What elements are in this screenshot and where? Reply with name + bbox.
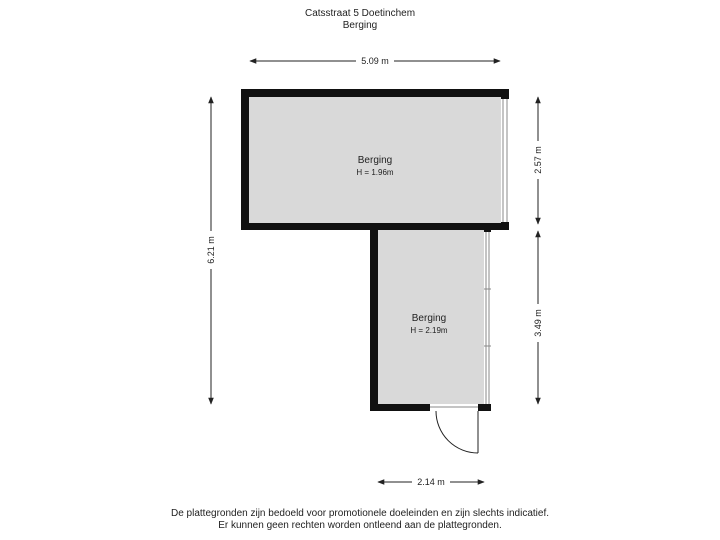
disclaimer-line-2: Er kunnen geen rechten worden ontleend a… — [218, 520, 502, 531]
dimension-upper-height: 2.57 m — [532, 96, 544, 225]
dimension-bottom-width: 2.14 m — [377, 476, 485, 488]
room-upper: Berging H = 1.96m — [241, 89, 509, 230]
lower-room-window — [484, 232, 491, 404]
dimension-label-upper-height: 2.57 m — [533, 146, 543, 174]
door-swing-arc — [435, 410, 479, 454]
plan-title-floor: Berging — [342, 20, 378, 31]
dimension-label-lower-height: 3.49 m — [533, 309, 543, 337]
dimension-total-height: 6.21 m — [205, 96, 217, 405]
dimension-top-width: 5.09 m — [249, 55, 501, 67]
upper-room-floor — [249, 97, 501, 223]
room-lower: Berging H = 2.19m — [370, 230, 491, 454]
lower-room-floor — [378, 230, 484, 404]
room-height-upper: H = 1.96m — [356, 168, 393, 177]
room-height-lower: H = 2.19m — [410, 326, 447, 335]
dimension-label-top-width: 5.09 m — [361, 56, 389, 66]
dimension-label-total-height: 6.21 m — [206, 236, 216, 264]
disclaimer-line-1: De plattegronden zijn bedoeld voor promo… — [170, 508, 550, 519]
room-label-lower: Berging — [412, 313, 446, 324]
dimension-label-bottom-width: 2.14 m — [417, 477, 445, 487]
room-label-upper: Berging — [358, 155, 392, 166]
upper-room-window — [501, 99, 509, 222]
plan-title-address: Catsstraat 5 Doetinchem — [304, 8, 416, 19]
dimension-lower-height: 3.49 m — [532, 230, 544, 405]
